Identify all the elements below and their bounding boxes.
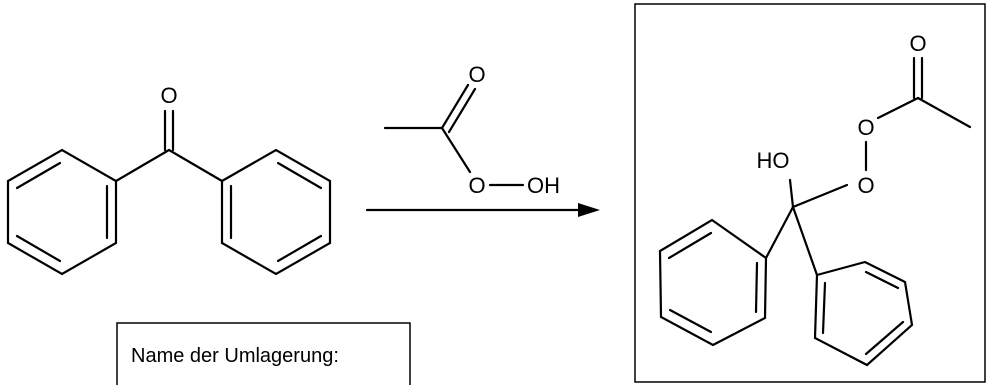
reagent-carbonyl-oxygen-label: O (468, 62, 485, 87)
reagent-peracetic-acid: O O OH (383, 62, 560, 198)
reactant-bond-right-ring (167, 148, 224, 183)
reactant-benzophenone: O (6, 83, 332, 276)
reagent-ester-bond (440, 126, 472, 174)
product-hydroxyl-label: HO (757, 148, 790, 173)
reactant-right-benzene-ring (220, 148, 332, 276)
product-bond-to-right-ring (791, 205, 819, 277)
reagent-carbonyl-bond-a (440, 83, 470, 130)
product-bond-to-left-ring (764, 205, 795, 260)
product-left-benzene-ring (658, 218, 768, 347)
name-box: Name der Umlagerung: (116, 322, 411, 385)
reagent-hydroxyl-label: OH (527, 173, 560, 198)
reaction-arrow (365, 203, 600, 217)
reactant-oxygen-label: O (160, 83, 177, 108)
product-bond-to-hydroxyl (788, 178, 795, 209)
product-peroxy-oxygen-1-label: O (857, 115, 874, 140)
product-bond-to-acyl-carbon (876, 96, 920, 120)
reactant-bond-left-ring (114, 148, 171, 183)
reactant-left-benzene-ring (6, 148, 118, 276)
product-box: HO O O O (634, 3, 986, 383)
product-carbonyl-oxygen-label: O (909, 31, 926, 56)
product-bond-to-peroxy-oxygen (791, 183, 849, 209)
name-box-label: Name der Umlagerung: (131, 345, 339, 367)
product-right-benzene-ring (813, 260, 914, 367)
reagent-ester-oxygen-label: O (468, 173, 485, 198)
reagent-carbonyl-bond-b (447, 87, 477, 134)
product-methyl-bond (916, 96, 972, 129)
product-peroxy-oxygen-2-label: O (857, 173, 874, 198)
